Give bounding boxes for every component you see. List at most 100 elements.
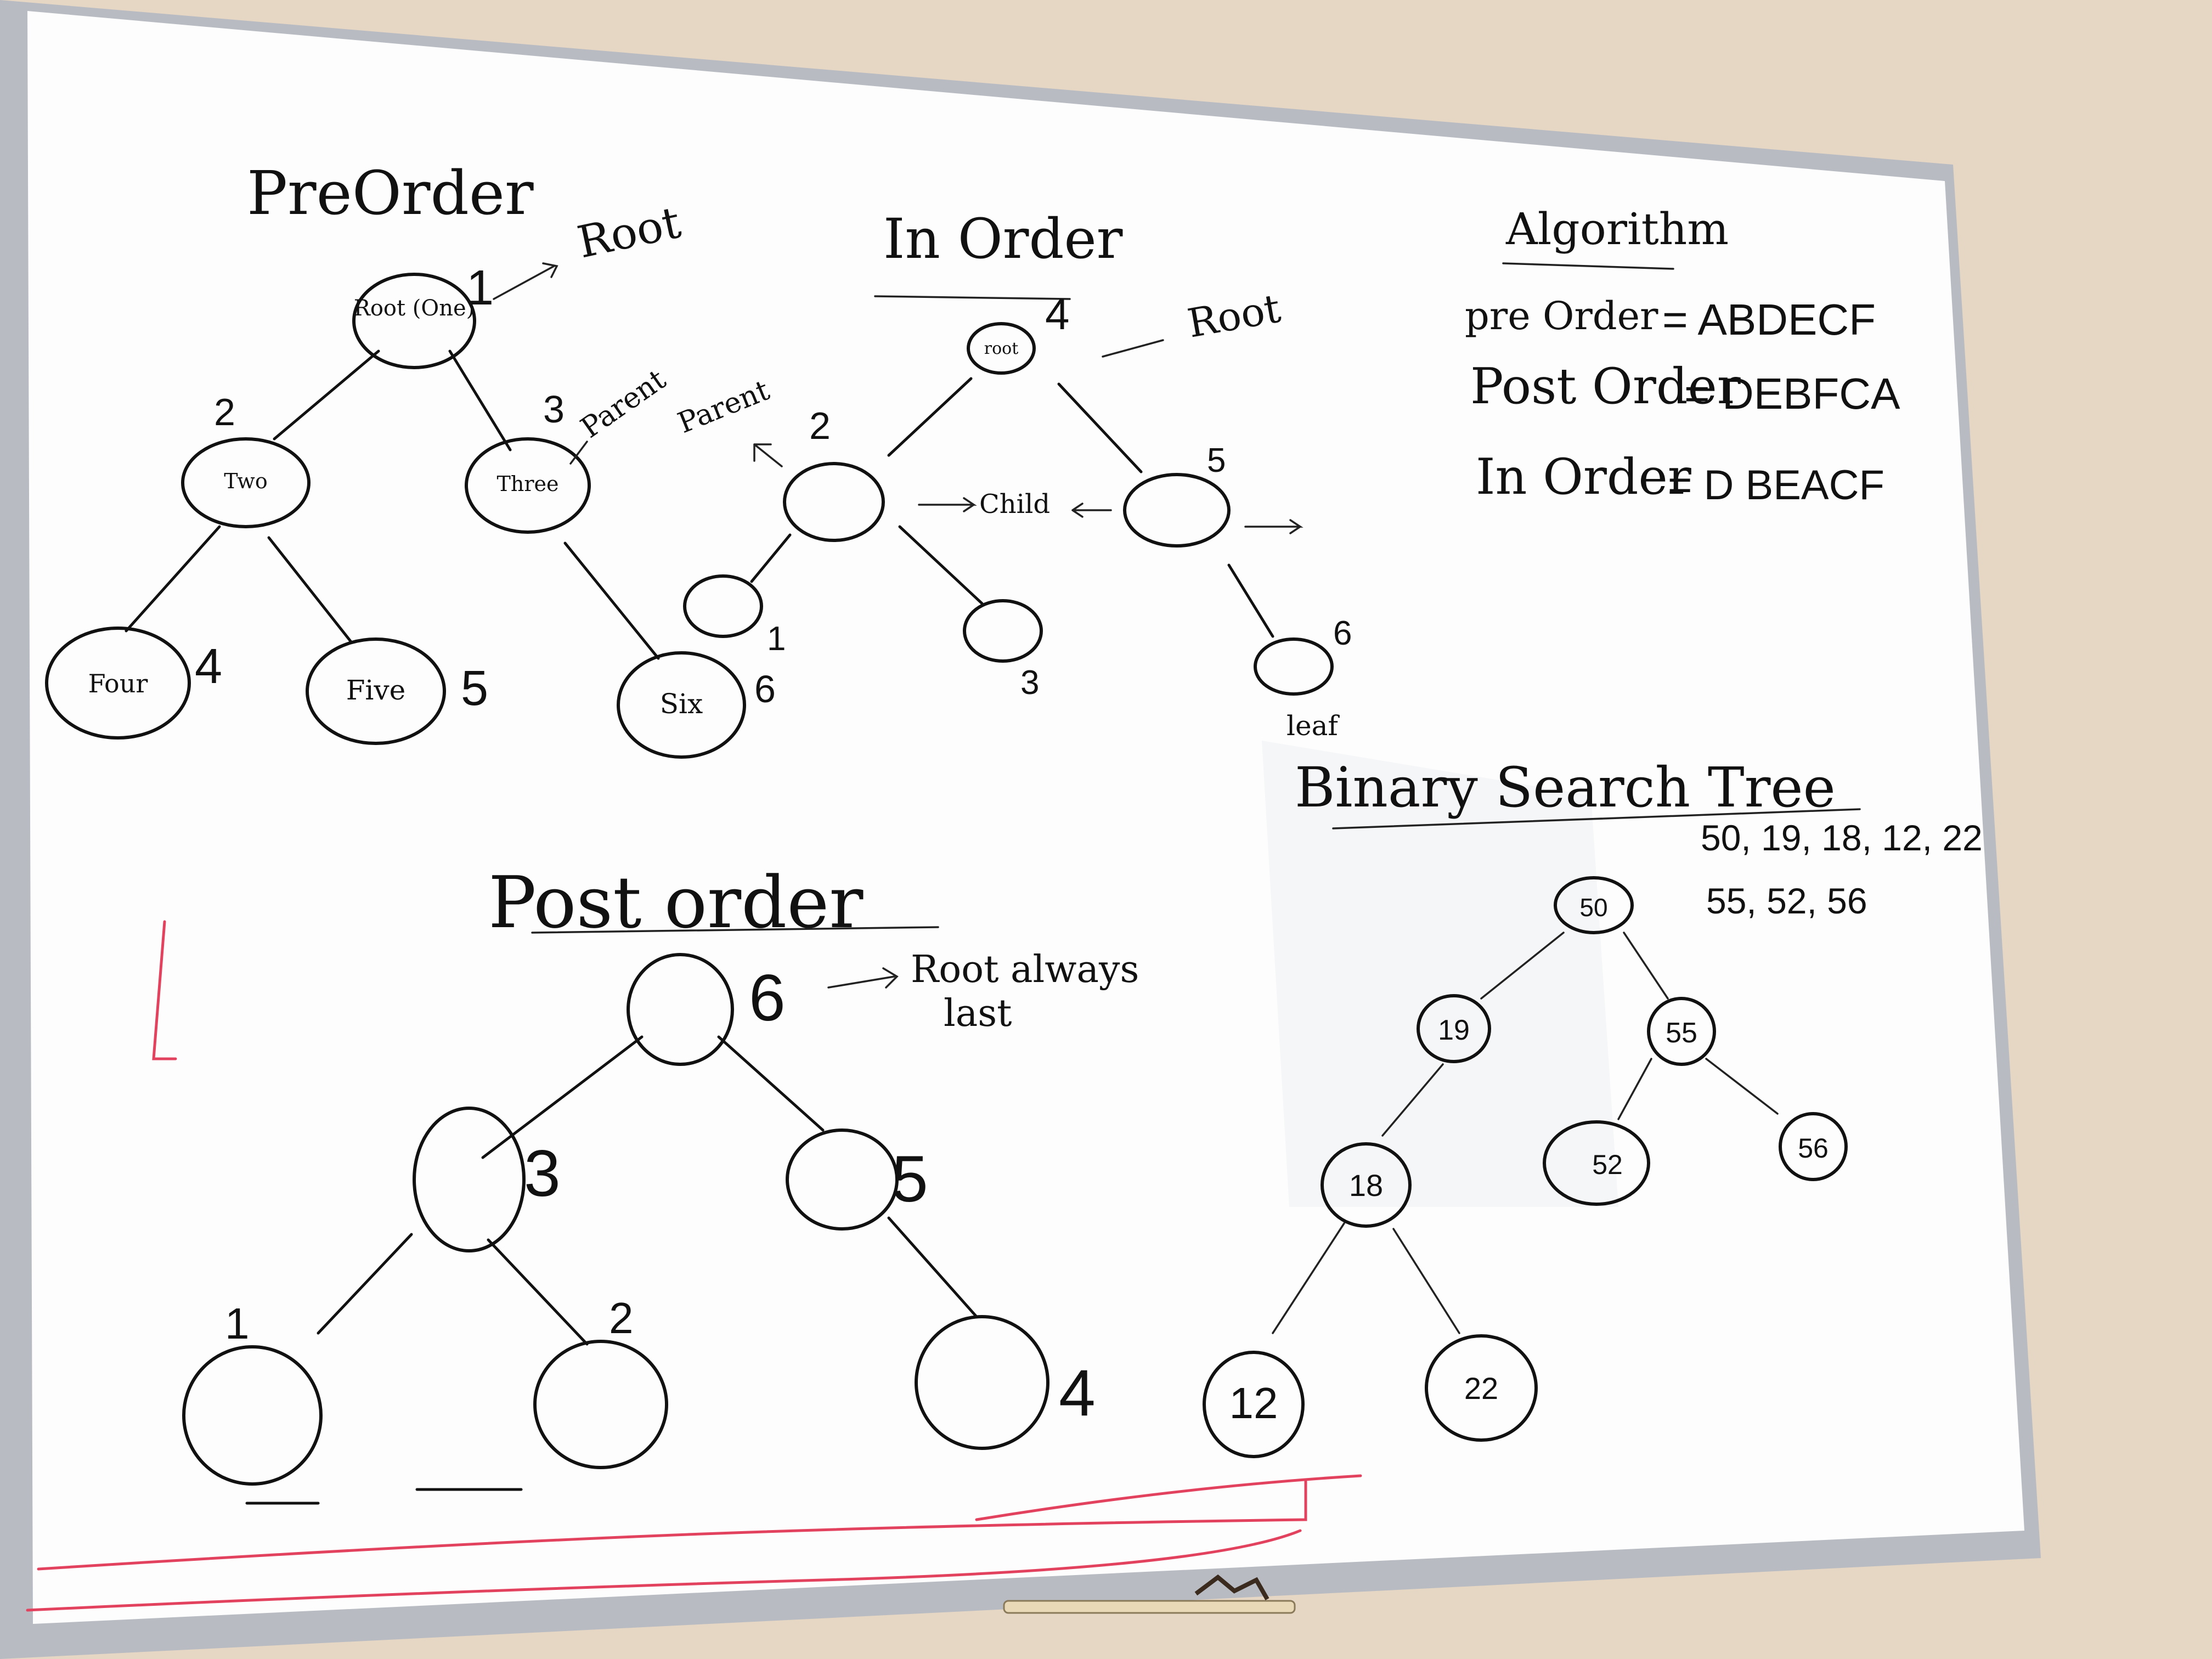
preorder-node-2-label: Two <box>224 469 267 493</box>
inorder-section: In Order root 4 2 5 1 3 6 Root Parent Ch… <box>673 207 1352 742</box>
bst-sequence-line-1: 50, 19, 18, 12, 22 <box>1701 817 1983 858</box>
inorder-num-ll: 1 <box>767 620 786 658</box>
postorder-num-right: 5 <box>891 1142 928 1216</box>
preorder-root-arrow <box>493 262 558 300</box>
bst-node-12-label: 12 <box>1229 1379 1278 1427</box>
preorder-num-3: 3 <box>543 388 565 431</box>
postorder-section: Post order 6 3 5 1 2 4 Root always last <box>182 861 1139 1505</box>
bst-edge <box>1392 1228 1460 1334</box>
postorder-node-root <box>627 953 734 1066</box>
preorder-edge <box>267 536 353 644</box>
preorder-edge <box>448 349 512 452</box>
bst-section: Binary Search Tree 50, 19, 18, 12, 22 55… <box>1203 755 1983 1458</box>
inorder-edge <box>887 377 973 457</box>
postorder-edge <box>887 1216 978 1318</box>
marker-brush <box>1003 1600 1296 1614</box>
postorder-root-note: Root always <box>911 948 1139 991</box>
postorder-last-note: last <box>944 992 1012 1035</box>
inorder-num-root: 4 <box>1045 290 1070 338</box>
inorder-num-rr: 6 <box>1333 614 1352 652</box>
inorder-node-rr <box>1254 637 1334 696</box>
algorithm-title: Algorithm <box>1505 204 1729 255</box>
preorder-num-5: 5 <box>461 661 488 716</box>
algorithm-line-1-name: pre Order <box>1465 294 1658 338</box>
inorder-edge <box>898 525 984 605</box>
board-surface <box>27 11 2024 1624</box>
preorder-num-6: 6 <box>754 668 776 710</box>
postorder-node-rr <box>915 1315 1049 1450</box>
preorder-node-6-label: Six <box>660 688 703 720</box>
algorithm-line-2-value: = DEBFCA <box>1684 369 1900 418</box>
preorder-node-3 <box>465 437 591 534</box>
algorithm-line-3-value: = D BEACF <box>1668 462 1884 509</box>
preorder-node-6 <box>617 651 746 759</box>
postorder-num-rr: 4 <box>1059 1356 1096 1430</box>
inorder-leaf-note: leaf <box>1286 710 1340 742</box>
bst-edge <box>1617 1058 1652 1120</box>
preorder-node-4-label: Four <box>88 669 148 698</box>
bst-title-underline <box>1332 808 1861 830</box>
preorder-edge <box>563 541 660 660</box>
inorder-root-dash <box>1102 339 1164 358</box>
algorithm-underline <box>1502 262 1674 270</box>
bst-node-55-label: 55 <box>1666 1017 1697 1049</box>
bst-node-19-label: 19 <box>1438 1014 1470 1046</box>
bst-title: Binary Search Tree <box>1295 755 1836 820</box>
algorithm-line-2-name: Post Order <box>1470 358 1741 415</box>
bst-node-56 <box>1779 1112 1848 1181</box>
postorder-root-arrow <box>827 967 899 989</box>
inorder-node-right <box>1123 473 1231 548</box>
algorithm-section: Algorithm pre Order = ABDECF Post Order … <box>1465 204 1900 509</box>
algorithm-line-3-name: In Order <box>1476 448 1692 506</box>
inorder-child-note: Child <box>979 489 1050 520</box>
bst-node-18-label: 18 <box>1349 1168 1383 1203</box>
preorder-title: PreOrder <box>247 158 534 228</box>
postorder-edge <box>487 1238 589 1346</box>
inorder-title: In Order <box>883 207 1123 271</box>
postorder-num-ll: 1 <box>225 1299 250 1348</box>
inorder-node-root-label: root <box>984 339 1019 358</box>
postorder-node-ll <box>182 1345 323 1486</box>
inorder-num-left: 2 <box>809 404 831 447</box>
postorder-num-root: 6 <box>749 961 786 1035</box>
preorder-parent-tick <box>569 441 588 465</box>
red-mark <box>975 1474 1362 1521</box>
preorder-node-3-label: Three <box>497 472 559 496</box>
glare <box>1262 741 1618 1207</box>
bst-edge <box>1623 932 1669 1000</box>
red-mark <box>26 1529 1302 1612</box>
bst-node-root <box>1554 876 1634 934</box>
red-mark <box>37 1480 1307 1571</box>
brush-bristles <box>1194 1574 1269 1600</box>
inorder-edge <box>750 533 792 583</box>
bst-node-root-label: 50 <box>1579 893 1607 922</box>
inorder-num-lr: 3 <box>1020 664 1039 702</box>
bst-node-22 <box>1425 1334 1538 1442</box>
inorder-right-arrow <box>1244 519 1304 534</box>
bst-edge <box>1381 1063 1444 1137</box>
bst-node-56-label: 56 <box>1798 1133 1829 1164</box>
bst-node-19 <box>1417 994 1491 1063</box>
preorder-num-root: 1 <box>466 261 494 315</box>
inorder-node-root <box>967 322 1036 375</box>
preorder-num-2: 2 <box>214 391 235 433</box>
bst-edge <box>1480 932 1565 1000</box>
bst-edge <box>1705 1058 1779 1115</box>
inorder-node-ll <box>683 574 763 638</box>
inorder-child-arrow-right <box>1071 503 1112 518</box>
preorder-node-2 <box>181 437 311 528</box>
postorder-edge <box>717 1035 825 1132</box>
inorder-node-left <box>783 462 885 542</box>
bst-node-52 <box>1543 1120 1650 1206</box>
inorder-parent-arrow <box>753 443 783 467</box>
bst-edge <box>1272 1222 1345 1334</box>
postorder-node-left <box>413 1107 526 1252</box>
preorder-edge <box>125 525 221 633</box>
preorder-node-5 <box>306 637 446 745</box>
red-marker-scribbles <box>26 920 1362 1612</box>
preorder-node-root <box>352 273 476 369</box>
preorder-node-4 <box>45 627 191 740</box>
postorder-underline <box>531 926 939 934</box>
bst-node-52-label: 52 <box>1592 1149 1623 1180</box>
